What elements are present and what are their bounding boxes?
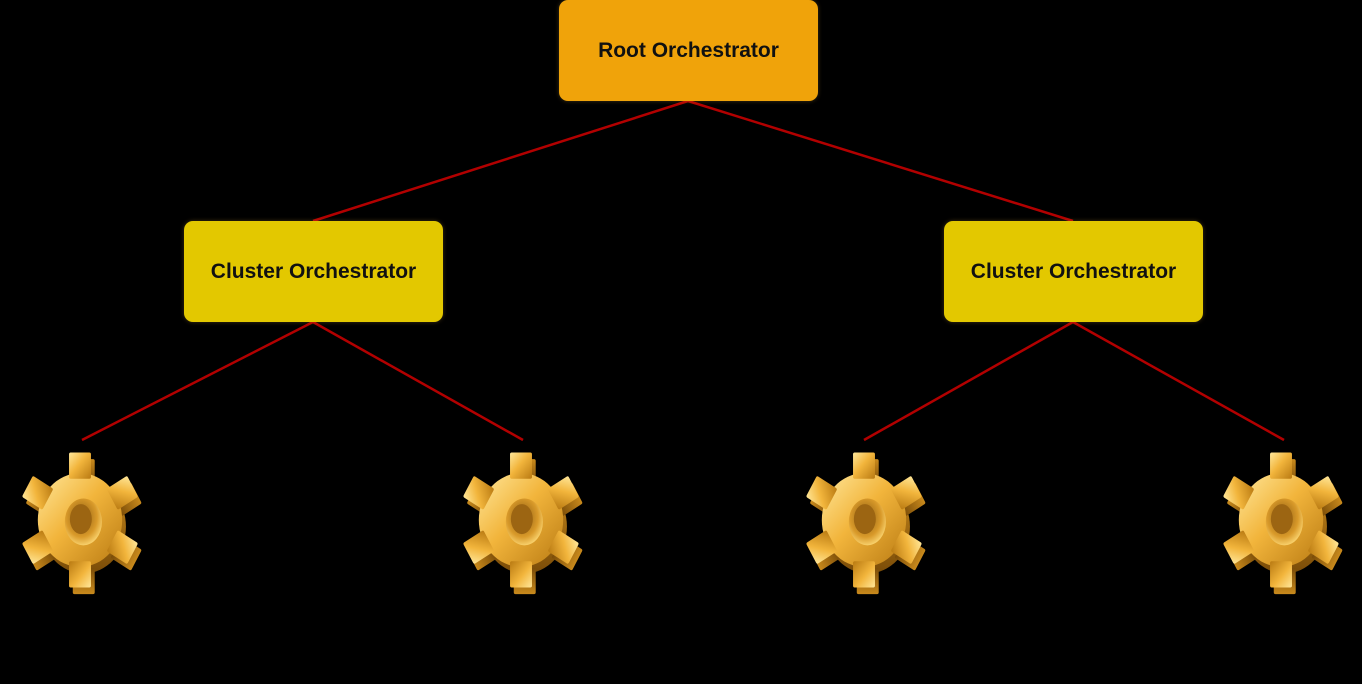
worker-gear-icon-2 — [446, 440, 596, 600]
root-orchestrator-label: Root Orchestrator — [598, 38, 779, 62]
worker-gear-icon-3 — [789, 440, 939, 600]
cluster-orchestrator-node-left[interactable]: Cluster Orchestrator — [184, 221, 443, 322]
cluster-orchestrator-label-left: Cluster Orchestrator — [210, 259, 417, 283]
cluster-orchestrator-node-right[interactable]: Cluster Orchestrator — [944, 221, 1203, 322]
edge-cluster-left-to-worker-1 — [81, 320, 314, 442]
edge-cluster-right-to-worker-4 — [1072, 320, 1285, 442]
worker-gear-icon-1 — [5, 440, 155, 600]
edge-root-to-cluster-right — [687, 99, 1074, 223]
root-orchestrator-node[interactable]: Root Orchestrator — [559, 0, 818, 101]
edge-root-to-cluster-left — [312, 99, 689, 223]
worker-gear-icon-4 — [1206, 440, 1356, 600]
edge-cluster-right-to-worker-3 — [863, 320, 1074, 442]
edge-cluster-left-to-worker-2 — [312, 320, 524, 442]
cluster-orchestrator-label-right: Cluster Orchestrator — [970, 259, 1177, 283]
